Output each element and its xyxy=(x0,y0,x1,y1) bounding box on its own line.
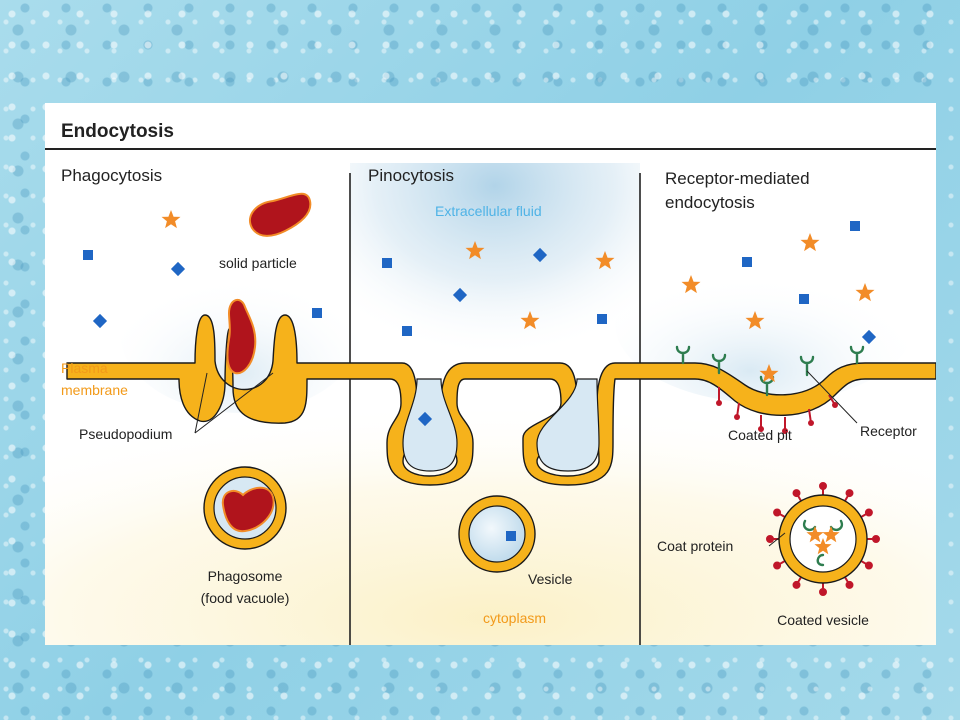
square-molecule xyxy=(597,314,607,324)
pino-pocket-left xyxy=(402,378,458,472)
pino-pocket-right xyxy=(536,378,600,472)
square-molecule xyxy=(402,326,412,336)
coated-pit-label: Coated pit xyxy=(728,427,792,443)
square-molecule xyxy=(83,250,93,260)
coat-protein-label: Coat protein xyxy=(657,538,733,554)
coat-protein xyxy=(773,561,782,570)
coat-protein xyxy=(716,400,722,406)
square-molecule xyxy=(799,294,809,304)
coat-protein xyxy=(808,420,814,426)
solid-particle xyxy=(249,192,312,237)
pinocytosis-heading: Pinocytosis xyxy=(368,166,454,185)
coated-vesicle-label: Coated vesicle xyxy=(777,612,869,628)
coat-protein xyxy=(832,402,838,408)
receptor xyxy=(799,355,815,377)
engulfed-particle xyxy=(226,298,257,375)
phagosome-label-2: (food vacuole) xyxy=(201,590,290,606)
receptor xyxy=(675,345,691,365)
square-molecule xyxy=(452,287,468,303)
square-molecule xyxy=(532,247,548,263)
square-molecule xyxy=(506,531,516,541)
coat-protein xyxy=(819,588,827,596)
receptor-pointer xyxy=(806,370,858,424)
phagosome-particle xyxy=(221,486,275,533)
phagosome-label-1: Phagosome xyxy=(208,568,283,584)
cytoplasm-label: cytoplasm xyxy=(483,610,546,626)
coat-protein xyxy=(792,580,801,589)
pino-vesicle-interior xyxy=(468,505,526,563)
square-molecule xyxy=(170,261,186,277)
coat-protein xyxy=(872,535,880,543)
coat-protein xyxy=(845,580,854,589)
coat-protein-pointer xyxy=(768,532,786,547)
phagocytosis-heading: Phagocytosis xyxy=(61,166,162,185)
coat-protein xyxy=(792,489,801,498)
star-molecule xyxy=(161,210,181,229)
receptor-heading-line1: Receptor-mediated xyxy=(665,169,810,188)
coat-protein xyxy=(758,426,764,432)
square-molecule xyxy=(312,308,322,318)
square-molecule xyxy=(850,221,860,231)
square-molecule xyxy=(417,411,433,427)
receptor-heading-line2: endocytosis xyxy=(665,193,755,212)
square-molecule xyxy=(861,329,877,345)
vesicle-label: Vesicle xyxy=(528,571,573,587)
pseudopodium-pointer-1 xyxy=(194,372,208,434)
receptor xyxy=(711,353,727,375)
coat-protein xyxy=(845,489,854,498)
extracellular-fluid-label: Extracellular fluid xyxy=(435,203,542,219)
receptor-label: Receptor xyxy=(860,423,917,439)
coat-protein-group xyxy=(716,387,838,434)
coat-protein xyxy=(773,508,782,517)
pseudopodium-pointer-2 xyxy=(194,372,274,434)
plasma-membrane-label-2: membrane xyxy=(61,382,128,398)
square-molecule xyxy=(742,257,752,267)
diagram-title: Endocytosis xyxy=(61,121,174,142)
coat-protein xyxy=(864,508,873,517)
coat-protein xyxy=(766,535,774,543)
endocytosis-diagram: Endocytosis Phagocytosis Pinocytosis Rec… xyxy=(45,121,936,645)
receptor xyxy=(849,345,865,365)
coat-protein xyxy=(734,414,740,420)
plasma-membrane-label-1: Plasma xyxy=(61,360,108,376)
molecules-layer xyxy=(83,210,877,555)
square-molecule xyxy=(92,313,108,329)
coat-protein xyxy=(782,428,788,434)
solid-particle-label: solid particle xyxy=(219,255,297,271)
extracellular-tint xyxy=(350,163,640,393)
square-molecule xyxy=(382,258,392,268)
coat-protein xyxy=(819,482,827,490)
pseudopodium-label: Pseudopodium xyxy=(79,426,172,442)
coat-protein xyxy=(864,561,873,570)
diagram-panel: Endocytosis Phagocytosis Pinocytosis Rec… xyxy=(45,103,936,645)
